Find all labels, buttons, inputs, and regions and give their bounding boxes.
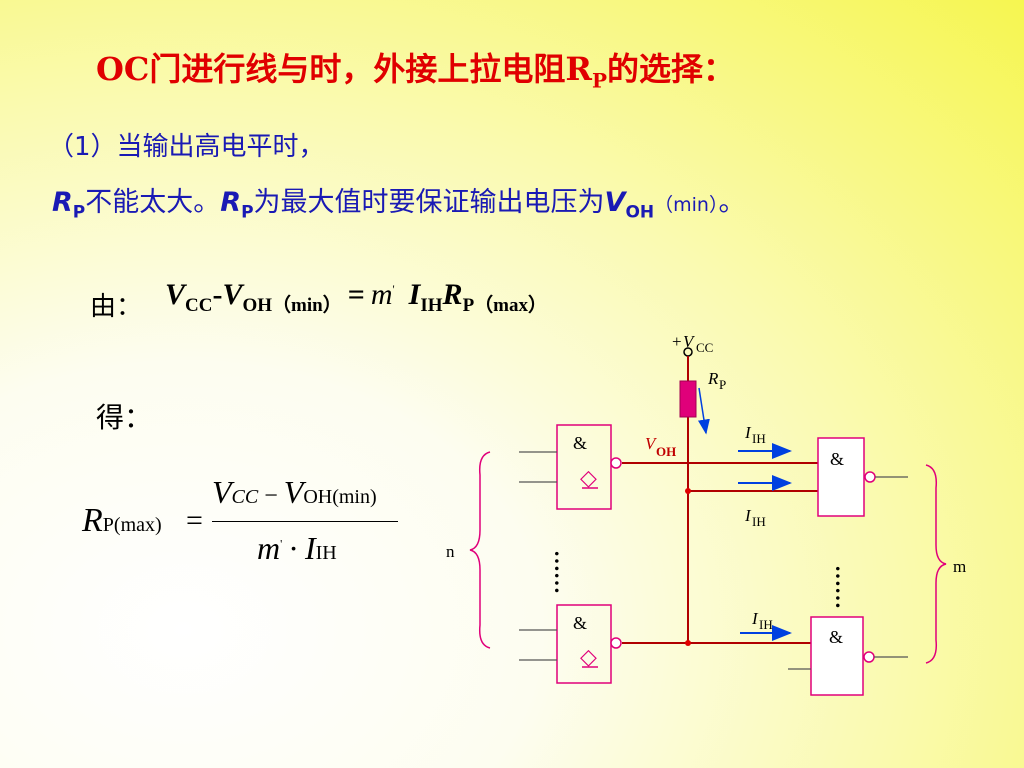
svg-text:I: I xyxy=(744,423,752,442)
iih-arrow-3: I IH xyxy=(740,609,792,641)
rp-max-formula: RP(max) = VCC−VOH(min) m'·IIH xyxy=(82,474,412,584)
slide-title: OC门进行线与时，外接上拉电阻RP的选择： xyxy=(96,50,736,93)
svg-text:OH: OH xyxy=(656,444,676,459)
svg-text:&: & xyxy=(829,627,843,647)
left-gate-ellipsis: …… xyxy=(550,550,575,594)
svg-text:IH: IH xyxy=(752,431,766,446)
load-gate-top: & xyxy=(817,437,908,517)
pullup-resistor: R P xyxy=(679,369,726,435)
svg-text:+: + xyxy=(672,332,682,351)
iih-arrow-2: I IH xyxy=(738,475,792,529)
formula-equals: = xyxy=(186,504,203,537)
right-brace-m xyxy=(925,464,947,664)
oc-gate-top: & ◇ xyxy=(519,424,622,510)
svg-text:IH: IH xyxy=(759,617,773,632)
oc-gate-bottom: & ◇ xyxy=(519,604,622,684)
iih-arrow-1: I IH xyxy=(738,423,792,459)
formula-numerator: VCC−VOH(min) xyxy=(212,474,377,510)
voh-label: V OH xyxy=(645,434,676,459)
formula-denominator: m'·IIH xyxy=(257,530,337,566)
fraction-bar xyxy=(212,521,398,522)
formula-lhs: RP(max) xyxy=(82,502,162,539)
svg-text:V: V xyxy=(683,332,696,351)
right-gate-ellipsis: …… xyxy=(831,565,856,609)
vcc-terminal: + V CC xyxy=(672,332,713,357)
svg-text:V: V xyxy=(645,434,658,453)
svg-text:CC: CC xyxy=(696,340,713,355)
n-label: n xyxy=(446,542,455,561)
svg-text:◇: ◇ xyxy=(580,644,597,669)
svg-text:I: I xyxy=(744,506,752,525)
case1-description: RP不能太大。RP为最大值时要保证输出电压为VOH（min）。 xyxy=(52,187,746,223)
svg-text:P: P xyxy=(719,377,726,392)
svg-text:I: I xyxy=(751,609,759,628)
left-brace-n xyxy=(469,451,491,649)
svg-text:&: & xyxy=(573,433,587,453)
svg-text:&: & xyxy=(573,613,587,633)
m-label: m xyxy=(953,557,966,576)
case1-heading: （1）当输出高电平时， xyxy=(48,132,325,162)
svg-text:&: & xyxy=(830,449,844,469)
svg-text:IH: IH xyxy=(752,514,766,529)
svg-text:◇: ◇ xyxy=(580,465,597,490)
svg-text:R: R xyxy=(707,369,719,388)
load-gate-bottom: & xyxy=(788,616,908,696)
result-label: 得： xyxy=(96,401,153,434)
equation-prefix: 由： xyxy=(90,292,143,322)
equation: VCC-VOH（min）=m'IIHRP（max） xyxy=(165,278,547,316)
output-bus xyxy=(622,356,818,646)
